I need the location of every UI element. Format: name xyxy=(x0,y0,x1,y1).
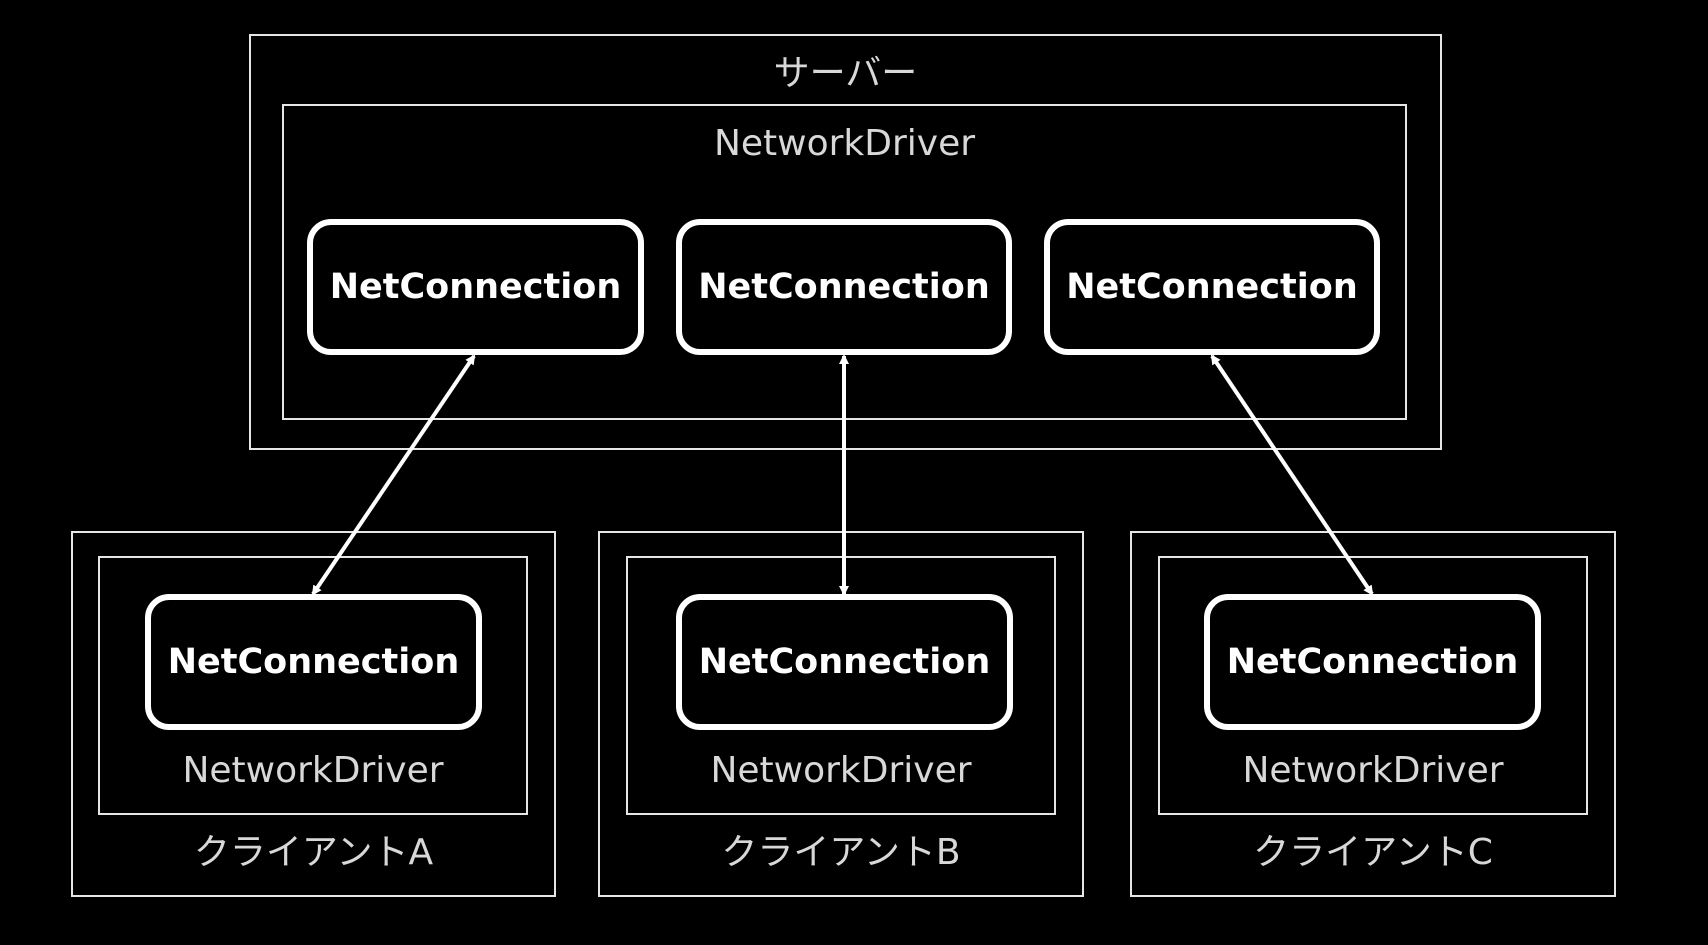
server-driver-label: NetworkDriver xyxy=(713,123,976,164)
client-b-connection-label: NetConnection xyxy=(698,642,991,682)
server-connection-2-label: NetConnection xyxy=(698,267,990,307)
client-c-connection-label: NetConnection xyxy=(1226,642,1519,682)
client-b-connection: NetConnection xyxy=(676,594,1013,730)
client-a-connection-label: NetConnection xyxy=(167,642,460,682)
server-connection-1: NetConnection xyxy=(307,219,644,355)
client-b-title: クライアントB xyxy=(721,832,961,873)
client-a-title: クライアントA xyxy=(193,832,434,873)
arrow-client-a-server xyxy=(311,354,476,596)
client-c-connection: NetConnection xyxy=(1204,594,1541,730)
server-connection-2: NetConnection xyxy=(676,219,1012,355)
client-a-driver-label: NetworkDriver xyxy=(182,750,444,791)
server-title: サーバー xyxy=(773,53,918,94)
client-c-title: クライアントC xyxy=(1253,832,1493,873)
client-c-driver-label: NetworkDriver xyxy=(1242,750,1504,791)
arrow-client-c-server xyxy=(1210,354,1374,596)
client-a-connection: NetConnection xyxy=(145,594,482,730)
server-connection-3: NetConnection xyxy=(1044,219,1380,355)
client-b-driver-label: NetworkDriver xyxy=(710,750,972,791)
server-connection-1-label: NetConnection xyxy=(329,267,622,307)
server-connection-3-label: NetConnection xyxy=(1066,267,1358,307)
